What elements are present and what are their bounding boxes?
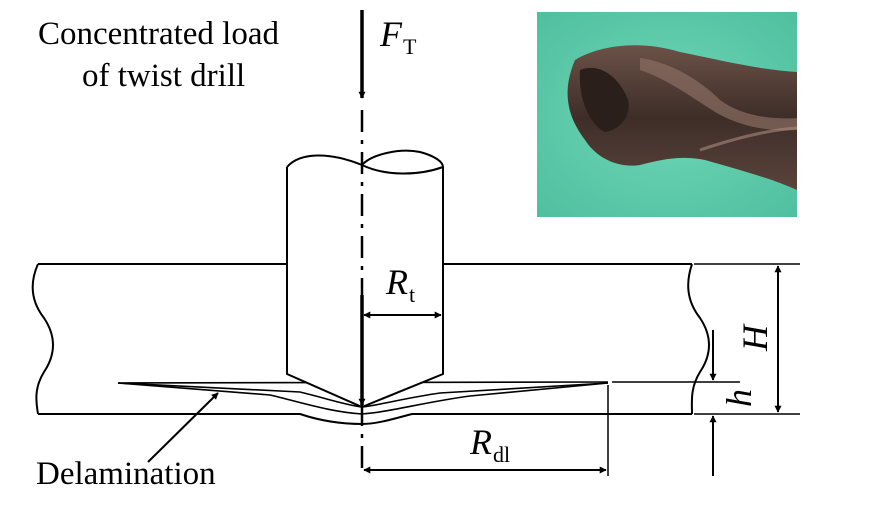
twist-drill-body <box>286 149 444 409</box>
delam-radius-subscript: dl <box>493 442 511 467</box>
load-caption-line1: Concentrated load <box>38 16 279 52</box>
tool-radius-subscript: t <box>409 282 416 307</box>
force-label: FT <box>380 14 416 58</box>
delamination-leader-arrow <box>147 392 219 463</box>
delam-radius-label: Rdl <box>470 422 510 466</box>
twist-drill-photo <box>537 12 798 217</box>
delamination-label: Delamination <box>36 456 216 492</box>
delam-radius-symbol: R <box>470 422 492 462</box>
uncut-thickness-label: h <box>719 389 759 407</box>
thickness-dimensions <box>612 263 800 415</box>
load-caption-line2: of twist drill <box>82 58 246 94</box>
force-symbol: F <box>380 14 402 54</box>
plate-thickness-label: H <box>735 325 775 351</box>
tool-radius-symbol: R <box>386 262 408 302</box>
tool-radius-label: Rt <box>386 262 415 306</box>
force-subscript: T <box>403 34 417 59</box>
